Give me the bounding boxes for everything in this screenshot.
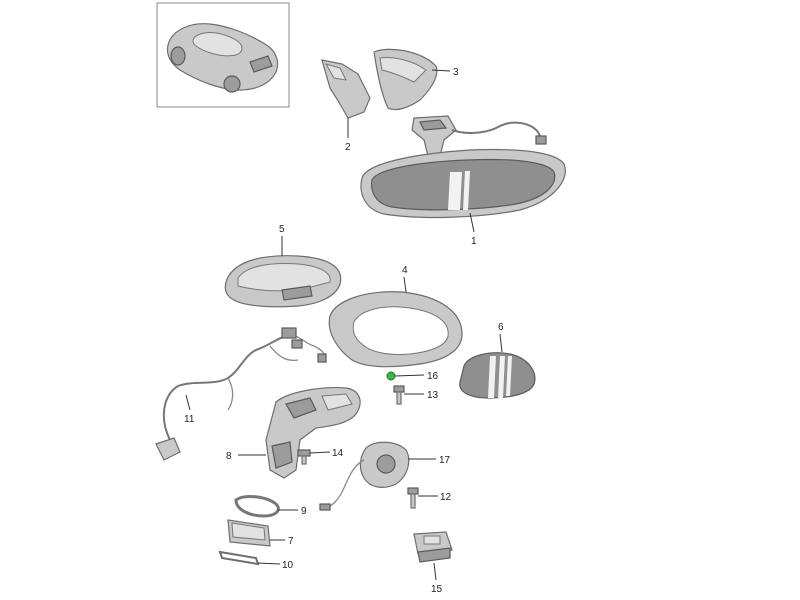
- callout-11: 11: [184, 414, 195, 425]
- callout-7: 7: [288, 536, 294, 547]
- part-10-lamp-bracket: [218, 550, 260, 566]
- callout-5: 5: [279, 224, 285, 235]
- callout-17: 17: [439, 455, 451, 466]
- part-1-interior-mirror: [360, 148, 566, 219]
- part-9-gasket: [234, 495, 280, 518]
- part-11-wiring-harness: [155, 327, 327, 461]
- callout-6: 6: [498, 322, 504, 333]
- callout-1: 1: [471, 236, 477, 247]
- car-illustration: [166, 23, 279, 93]
- callout-labels: 1 2 3 4 5 6 7 8 9 10 11 12 13 14 15 16 1…: [184, 67, 504, 595]
- mirror-mount-with-wire: [411, 115, 547, 157]
- highlighted-clip: [386, 371, 396, 381]
- leader-lines: [185, 69, 503, 581]
- part-13-screw: [393, 385, 405, 405]
- callout-2: 2: [345, 142, 351, 153]
- part-7-lamp-lens: [227, 519, 271, 547]
- callout-3: 3: [453, 67, 459, 78]
- part-12-screw: [407, 487, 419, 509]
- part-8-mirror-base: [265, 387, 361, 479]
- part-17-folding-motor: [319, 441, 410, 511]
- part-14-screw: [297, 449, 311, 465]
- callout-4: 4: [402, 265, 408, 276]
- vehicle-thumbnail: [156, 2, 290, 108]
- part-2-trim-cover: [321, 59, 371, 119]
- callout-9: 9: [301, 506, 307, 517]
- callout-13: 13: [427, 390, 439, 401]
- part-15-connector: [413, 531, 453, 563]
- callout-16: 16: [427, 371, 439, 382]
- callout-10: 10: [282, 560, 294, 571]
- callout-14: 14: [332, 448, 344, 459]
- part-3-base-cover: [373, 48, 438, 111]
- part-5-housing-cap: [224, 255, 342, 308]
- callout-12: 12: [440, 492, 452, 503]
- part-6-mirror-glass: [459, 352, 536, 399]
- callout-8: 8: [226, 451, 232, 462]
- callout-15: 15: [431, 584, 443, 595]
- part-4-housing-frame: [328, 291, 463, 381]
